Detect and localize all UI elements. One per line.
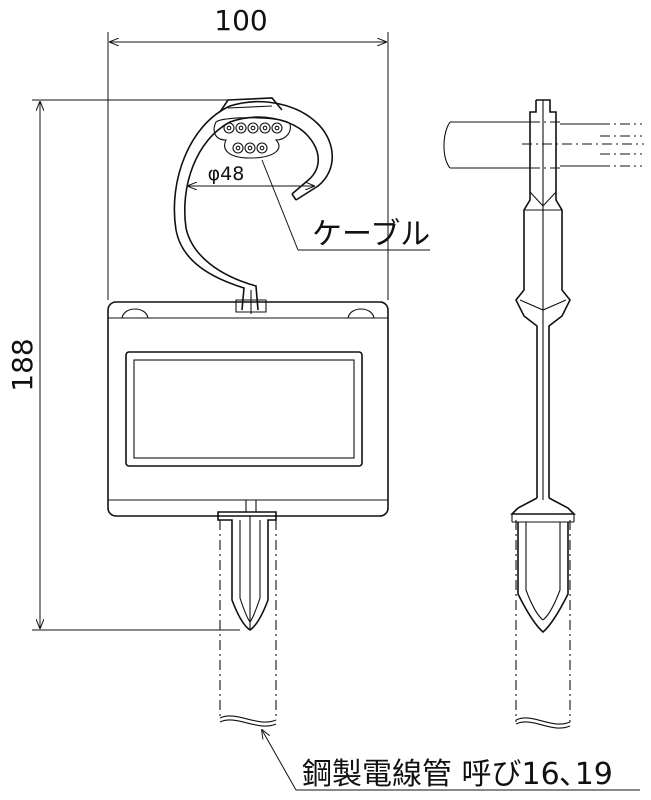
plate-front-view	[107, 301, 389, 517]
cable-leader: ケーブル	[261, 159, 430, 252]
conduit-side-view	[515, 520, 571, 729]
conduit-leader: 鋼製電線管 呼び16､19	[262, 730, 640, 792]
cable-diameter-label: φ48	[208, 163, 245, 185]
height-dimension: 188	[6, 99, 240, 631]
conduit-label: 鋼製電線管 呼び16､19	[302, 757, 613, 792]
hook-front-view	[173, 97, 333, 314]
height-dimension-label: 188	[6, 338, 39, 391]
conduit-front-view	[219, 520, 277, 727]
clip-side-view	[510, 497, 576, 634]
width-dimension-label: 100	[214, 4, 267, 37]
cable-bundle	[213, 117, 291, 159]
cable-diameter-dimension: φ48	[188, 163, 314, 186]
hook-side-view	[515, 99, 571, 500]
width-dimension: 100	[107, 4, 389, 300]
cable-label: ケーブル	[312, 217, 430, 252]
clip-front-view	[217, 511, 277, 631]
cable-side-view	[443, 121, 644, 169]
